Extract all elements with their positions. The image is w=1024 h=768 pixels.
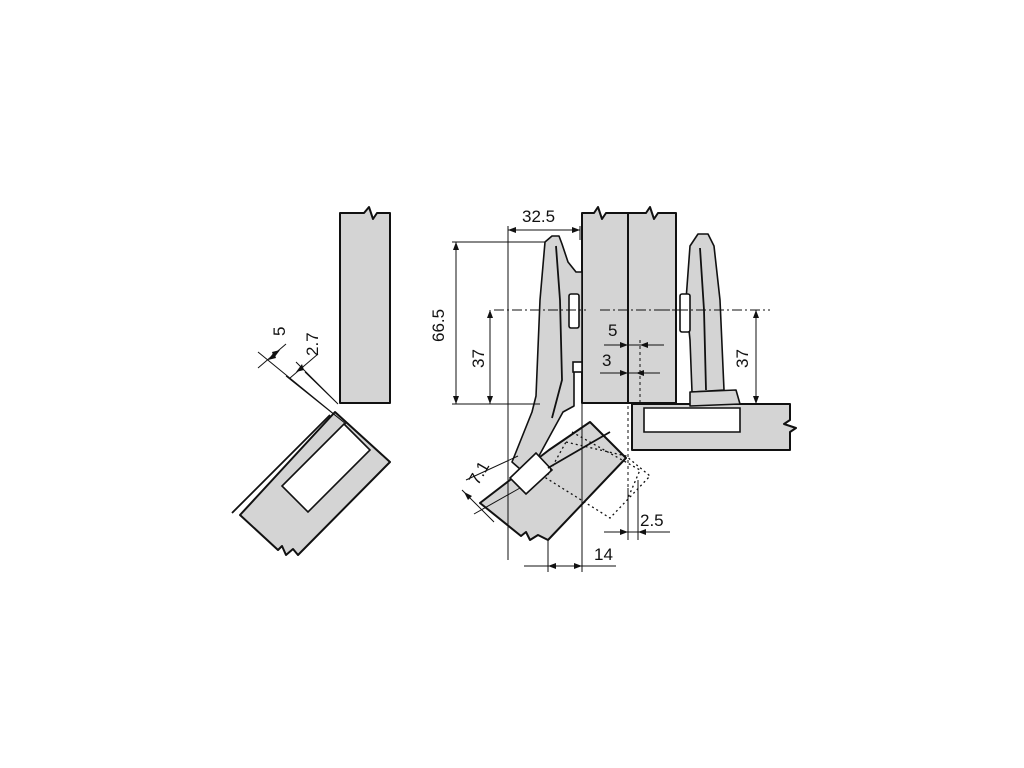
arrow-14-b xyxy=(574,563,582,569)
label-offset-14: 14 xyxy=(594,545,613,564)
label-cup-32-5: 32.5 xyxy=(522,207,555,226)
label-height-66-5: 66.5 xyxy=(429,309,448,342)
left-dim-extension-5 xyxy=(257,351,347,425)
label-gap-3: 3 xyxy=(602,351,611,370)
centre-screw-block xyxy=(572,361,583,373)
arrow-gap-3-b xyxy=(636,370,644,376)
dim-line-2-5 xyxy=(604,480,670,540)
arrow-2-5-a xyxy=(620,529,628,535)
arrow-gap-3-a xyxy=(620,370,628,376)
arrow-66-5-top xyxy=(453,242,459,250)
centre-cup xyxy=(508,451,554,496)
dim-line-66-5 xyxy=(452,241,545,405)
right-mounting-slot xyxy=(679,293,691,333)
centre-detail: 32.5 66.5 37 5 3 7.1 2.5 14 xyxy=(429,206,700,572)
label-offset-2-5: 2.5 xyxy=(640,511,664,530)
centre-panel-right xyxy=(627,206,677,404)
centre-panel-left xyxy=(581,206,629,404)
arrow-gap-5-a xyxy=(620,342,628,348)
centre-angled-door xyxy=(479,421,627,541)
left-vertical-panel xyxy=(339,206,391,404)
arrow-14-a xyxy=(548,563,556,569)
arrow-66-5-bottom xyxy=(453,396,459,404)
label-angle-7-1: 7.1 xyxy=(465,458,493,488)
arrow-37-right-bottom xyxy=(753,396,759,404)
left-detail: 5 2.7 xyxy=(231,206,391,556)
centre-mounting-slot xyxy=(568,293,580,329)
right-hinge-base xyxy=(689,389,741,407)
label-gap-5: 5 xyxy=(608,321,617,340)
label-overlay-2-7: 2.7 xyxy=(303,332,322,356)
centre-hinge-ridge xyxy=(551,245,563,419)
centre-door-inner-line xyxy=(547,431,611,469)
left-arrow-5b xyxy=(272,350,280,358)
left-door-edge-line xyxy=(231,414,331,514)
label-height-37-left: 37 xyxy=(469,349,488,368)
centre-hinge-arm xyxy=(511,235,583,477)
right-panel-groove xyxy=(643,407,741,433)
dim-line-32-5 xyxy=(507,226,581,560)
left-cup-recess xyxy=(280,422,372,514)
arrow-7-1 xyxy=(464,492,472,500)
arrow-gap-5-b xyxy=(640,342,648,348)
centre-swing-outline xyxy=(545,431,651,519)
arrow-37-left-bottom xyxy=(487,396,493,404)
left-dim-line-2-7 xyxy=(289,353,319,379)
left-arrow-2-7a xyxy=(296,364,304,372)
arrow-37-left-top xyxy=(487,310,493,318)
right-detail: 37 xyxy=(631,233,797,451)
arrow-32-5-right xyxy=(572,227,580,233)
dim-line-14 xyxy=(524,400,616,572)
label-overlay-5: 5 xyxy=(270,327,289,336)
arrow-2-5-b xyxy=(638,529,646,535)
arrow-32-5-left xyxy=(508,227,516,233)
label-height-37-right: 37 xyxy=(733,349,752,368)
arrow-37-right-top xyxy=(753,310,759,318)
